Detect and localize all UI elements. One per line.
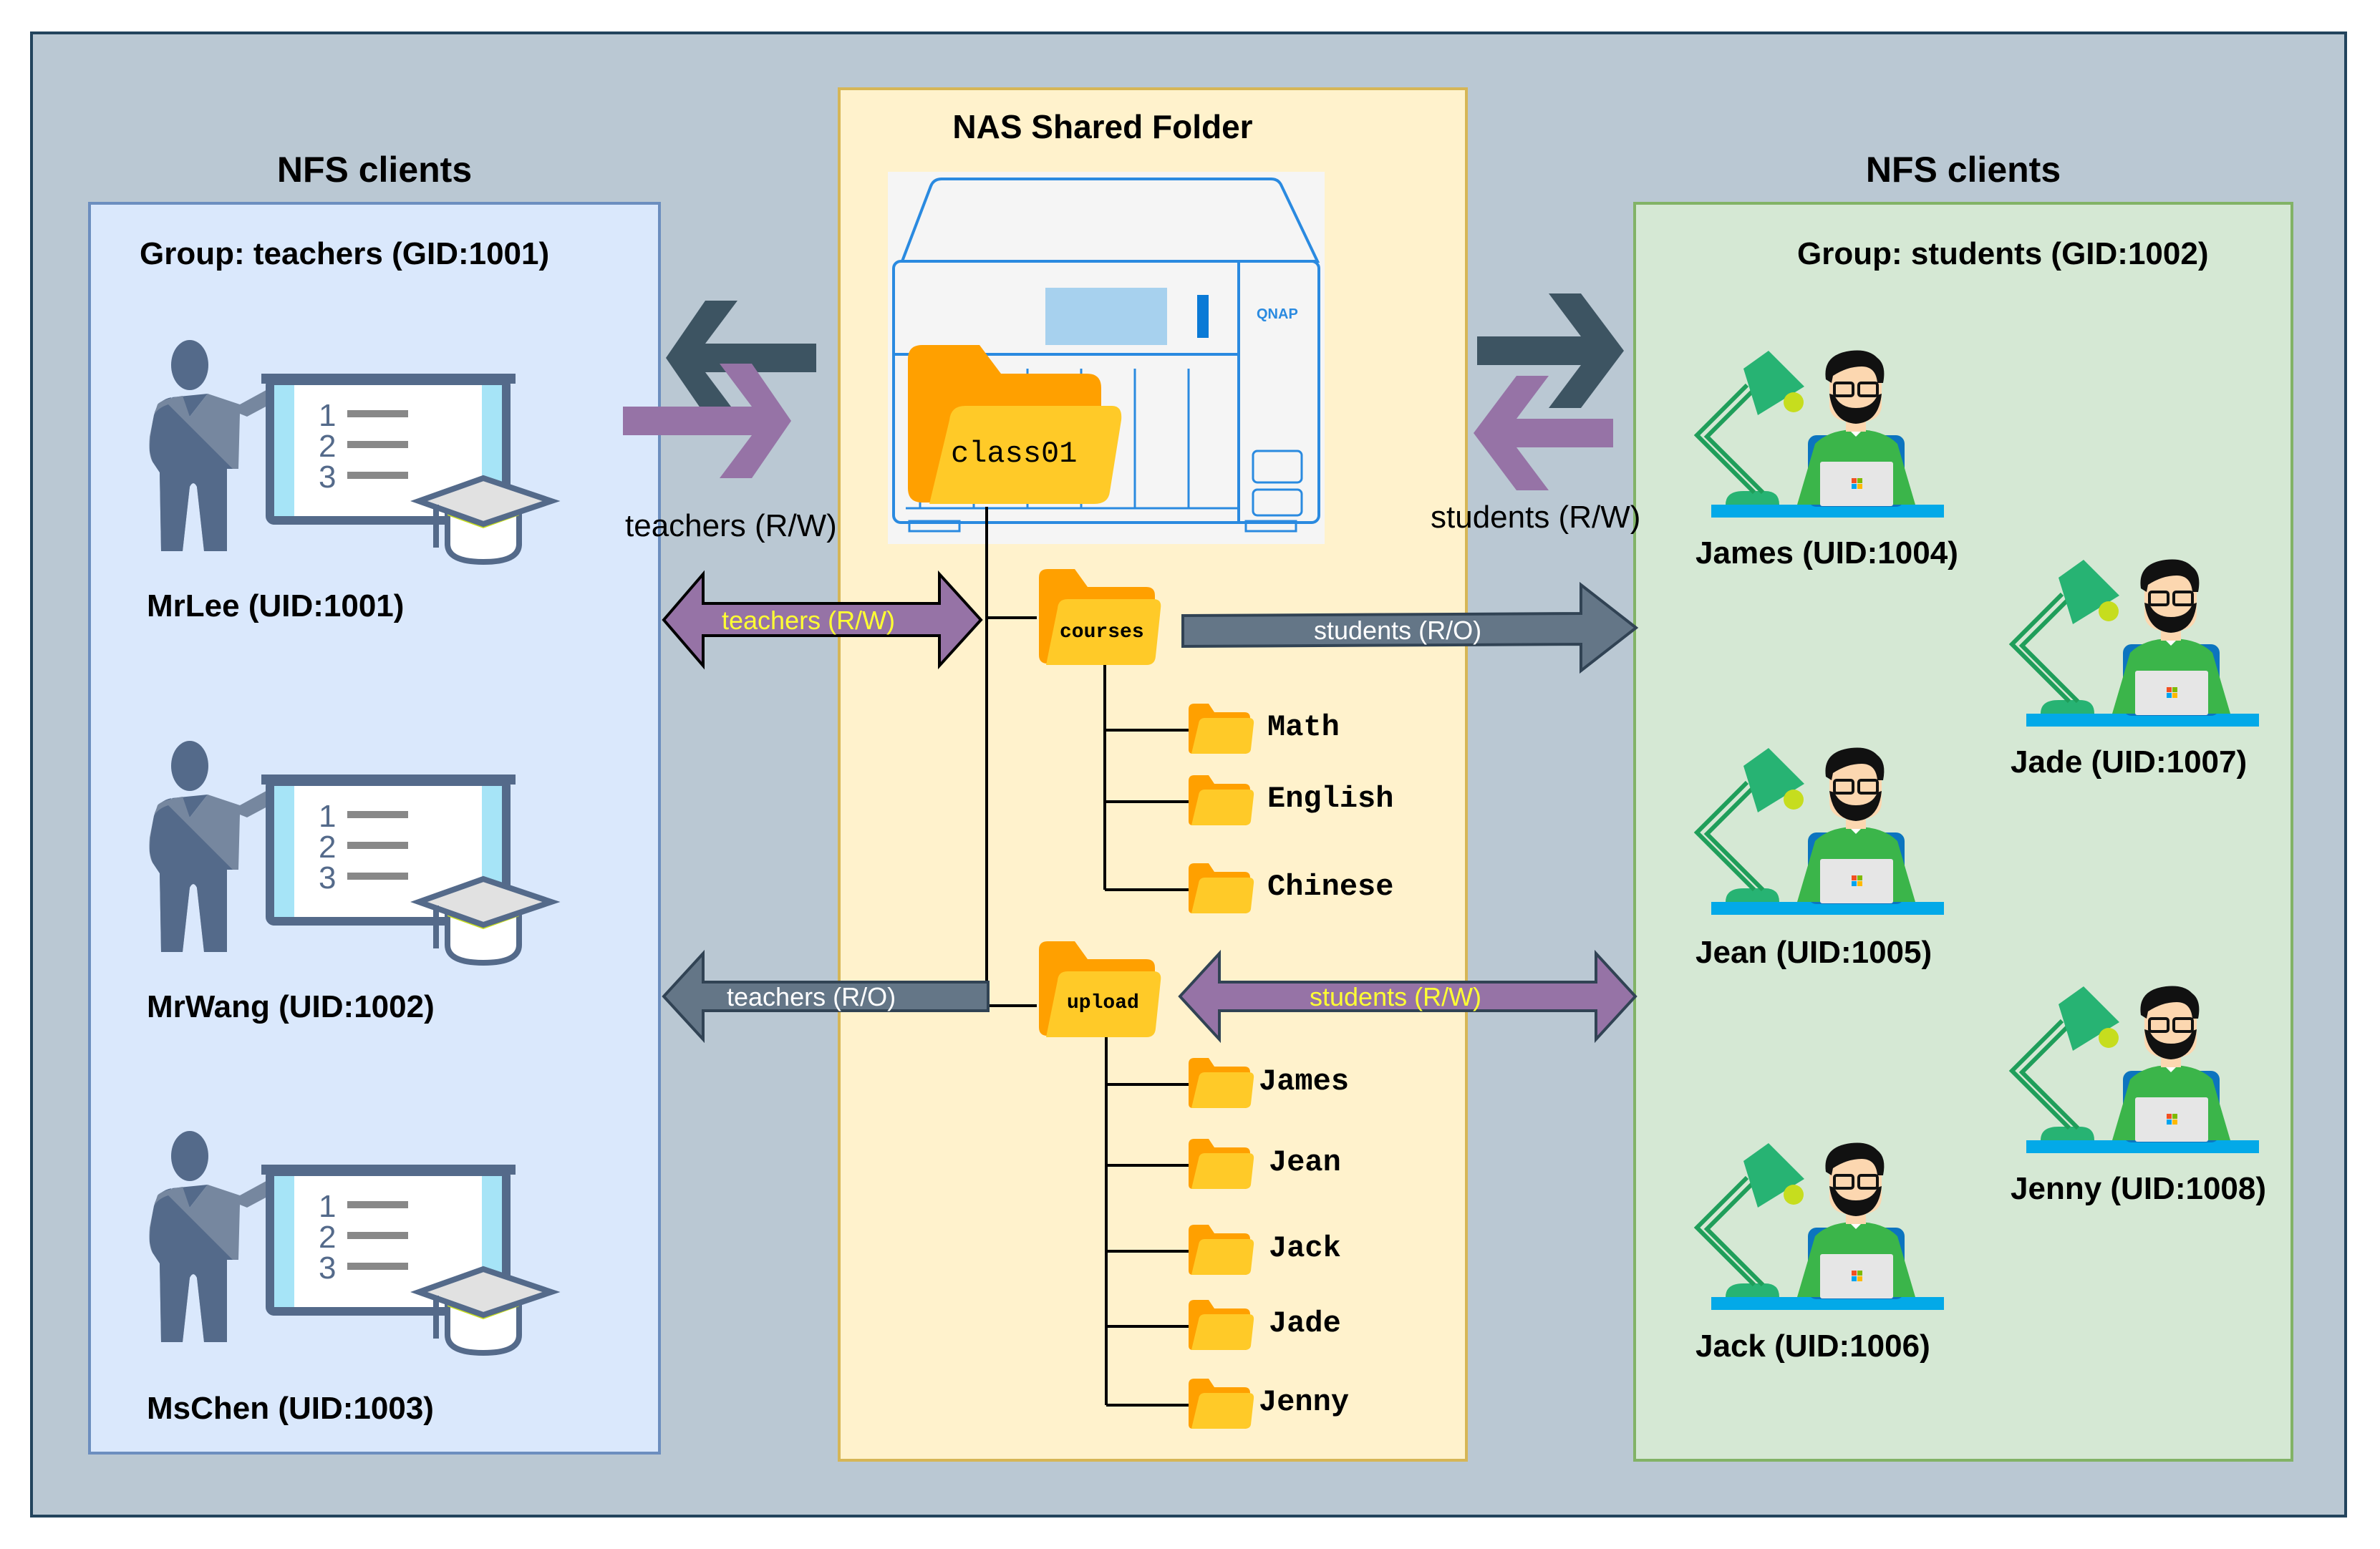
students-courses-label: students (R/O) (1314, 616, 1481, 645)
center-panel-heading: NAS Shared Folder (952, 108, 1253, 145)
teacher-user-label: MrLee (UID:1001) (147, 588, 405, 623)
subfolder-label: Math (1267, 710, 1340, 744)
student-user-label: James (UID:1004) (1695, 535, 1958, 570)
subfolder-icon[interactable] (1189, 1224, 1254, 1276)
student-user-label: Jack (UID:1006) (1695, 1329, 1930, 1364)
svg-text:2: 2 (319, 429, 336, 464)
student-icon (1690, 350, 1948, 537)
subfolder-label: Jenny (1259, 1385, 1350, 1419)
courses-folder-icon[interactable] (1039, 569, 1164, 666)
svg-text:1: 1 (319, 799, 336, 834)
students-group-panel (1633, 202, 2293, 1462)
subfolder-icon[interactable] (1189, 1378, 1254, 1429)
svg-text:3: 3 (319, 860, 336, 895)
student-icon (2005, 559, 2263, 746)
teachers-share-arrows (623, 301, 816, 478)
teachers-group-label: Group: teachers (GID:1001) (140, 236, 550, 271)
students-share-arrows (1474, 293, 1624, 490)
subfolder-icon[interactable] (1189, 703, 1254, 754)
right-panel-heading: NFS clients (1865, 150, 2061, 190)
students-upload-label: students (R/W) (1310, 982, 1481, 1011)
left-panel-heading: NFS clients (276, 150, 473, 190)
teachers-upload-label: teachers (R/O) (727, 982, 896, 1011)
students-share-label: students (R/W) (1431, 500, 1641, 535)
class01-folder-label: class01 (951, 437, 1078, 471)
svg-text:3: 3 (319, 1251, 336, 1286)
courses-folder-label: courses (1060, 621, 1144, 644)
student-user-label: Jade (UID:1007) (2011, 744, 2248, 780)
subfolder-label: English (1267, 782, 1394, 816)
teacher-user-label: MrWang (UID:1002) (147, 989, 435, 1024)
svg-text:3: 3 (319, 460, 336, 495)
upload-folder-icon[interactable] (1039, 941, 1164, 1038)
teachers-courses-label: teachers (R/W) (722, 606, 895, 635)
subfolder-icon[interactable] (1189, 774, 1254, 826)
class01-folder-icon[interactable] (908, 345, 1123, 506)
subfolder-label: Chinese (1267, 870, 1394, 904)
subfolder-label: Jade (1269, 1306, 1341, 1341)
nas-brand-label: QNAP (1257, 306, 1298, 322)
teachers-share-label: teachers (R/W) (625, 508, 837, 543)
teachers-upload-arrow: teachers (R/O) (662, 949, 990, 1044)
subfolder-label: Jean (1269, 1145, 1341, 1180)
svg-text:2: 2 (319, 830, 336, 865)
subfolder-icon[interactable] (1189, 1299, 1254, 1351)
svg-text:1: 1 (319, 1189, 336, 1224)
teacher-icon: 1 2 3 (140, 737, 584, 995)
svg-text:2: 2 (319, 1220, 336, 1255)
student-icon (1690, 1142, 1948, 1329)
students-courses-arrow: students (R/O) (1181, 581, 1639, 674)
subfolder-label: James (1259, 1064, 1350, 1099)
subfolder-icon[interactable] (1189, 863, 1254, 914)
teachers-courses-arrow: teachers (R/W) (662, 570, 983, 670)
students-upload-arrow: students (R/W) (1178, 949, 1638, 1044)
student-user-label: Jenny (UID:1008) (2011, 1171, 2267, 1206)
svg-text:1: 1 (319, 398, 336, 433)
student-user-label: Jean (UID:1005) (1695, 935, 1932, 970)
teacher-icon: 1 2 3 (140, 1127, 584, 1385)
students-group-label: Group: students (GID:1002) (1797, 236, 2209, 271)
student-icon (2005, 986, 2263, 1172)
subfolder-label: Jack (1269, 1231, 1341, 1266)
subfolder-icon[interactable] (1189, 1138, 1254, 1190)
upload-folder-label: upload (1067, 992, 1139, 1014)
teacher-icon: 1 2 3 (140, 336, 584, 594)
subfolder-icon[interactable] (1189, 1057, 1254, 1109)
student-icon (1690, 747, 1948, 934)
teacher-user-label: MsChen (UID:1003) (147, 1391, 434, 1426)
